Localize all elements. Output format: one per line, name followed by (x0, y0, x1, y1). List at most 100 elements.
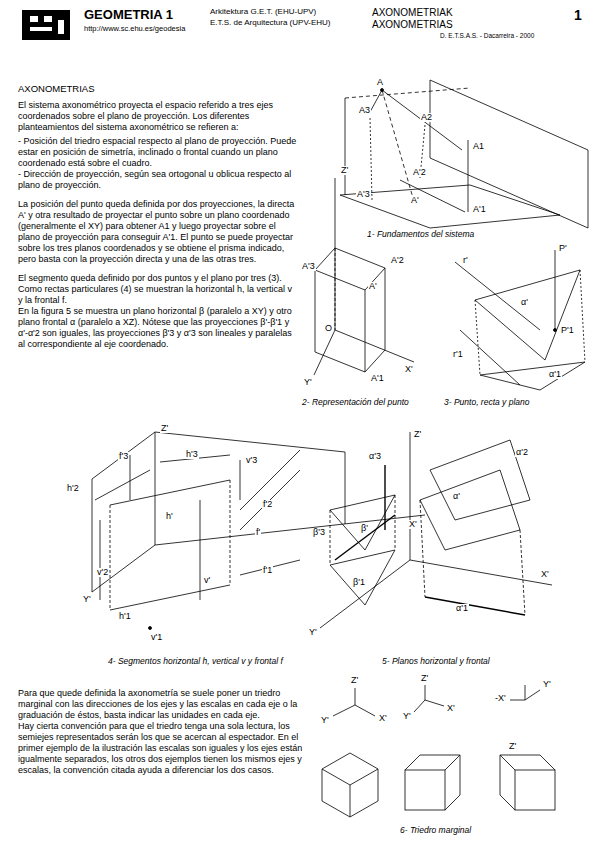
figure-label: r' (462, 256, 469, 265)
paragraph: - Posición del triedro espacial respecto… (18, 136, 298, 169)
figure-6-stroke (500, 755, 555, 770)
figure-6-stroke (515, 770, 555, 810)
figure-label: Z' (160, 424, 169, 433)
paragraph: En la figura 5 se muestra un plano horiz… (18, 306, 298, 350)
figure-6-stroke (355, 705, 375, 716)
figure-label: Y' (320, 716, 330, 725)
figure-1-stroke (370, 118, 372, 200)
figure-label: α'1 (548, 370, 562, 379)
figure-5-stroke (335, 515, 395, 560)
figure-4-stroke (155, 432, 156, 545)
figure-6-stroke (350, 785, 351, 817)
figure-label: h'1 (118, 612, 132, 621)
figure-4-stroke (92, 545, 155, 592)
figure-caption: 3- Punto, recta y plano (444, 398, 530, 407)
figure-6-stroke (445, 755, 460, 770)
figure-4-stroke (240, 470, 300, 530)
figure-1-stroke (400, 180, 465, 212)
figure-label: O (324, 324, 333, 333)
figure-label: v'2 (96, 568, 109, 577)
figure-label: X' (540, 570, 550, 579)
figure-2-stroke (335, 178, 336, 330)
figure-label: h'2 (66, 484, 80, 493)
figure-4-stroke (230, 480, 231, 585)
figure-3-stroke (475, 300, 480, 375)
figure-4-stroke (100, 520, 101, 600)
figure-label: v'1 (150, 633, 163, 642)
figure-label: h'3 (185, 450, 199, 459)
paragraph: La posición del punto queda definida por… (18, 199, 298, 265)
section-title: AXONOMETRIAS (18, 84, 95, 94)
figure-4-stroke (345, 452, 346, 524)
text-column: Para que quede definida la axonometría s… (18, 688, 303, 776)
figure-5-stroke (410, 432, 411, 560)
figure-1-stroke (345, 88, 470, 98)
logo-stroke (30, 27, 52, 31)
figure-5-stroke (330, 550, 395, 605)
figure-label: -X' (494, 694, 507, 703)
figure-3-stroke (475, 270, 580, 360)
figure-label: X' (404, 365, 414, 374)
figure-label: Y' (303, 378, 313, 387)
figure-label: β'1 (352, 578, 366, 587)
figure-label: α'2 (515, 448, 529, 457)
paragraph: - Dirección de proyección, según sea ort… (18, 169, 298, 191)
figure-caption: 2- Representación del punto (302, 398, 409, 407)
figure-5 (320, 432, 552, 628)
figure-6-stroke (322, 769, 378, 785)
figure-label: f'1 (262, 566, 273, 575)
figure-5-stroke (410, 560, 552, 585)
header-text: D. E.T.S.A.S. - Dacarreira - 2000 (440, 33, 534, 40)
figure-label: A' (410, 196, 420, 205)
header-text: Arkitektura G.E.T. (EHU-UPV) (210, 8, 316, 16)
figure-label: v'3 (245, 456, 258, 465)
figure-4-stroke (95, 470, 150, 500)
header-text: http://www.sc.ehu.es/geodesia (84, 25, 185, 33)
figure-6-stroke (405, 770, 445, 810)
figure-4-stroke (155, 432, 345, 452)
logo (22, 10, 70, 40)
figure-5-stroke (520, 530, 525, 615)
figure-4 (92, 432, 425, 630)
figure-label: Y' (402, 712, 412, 721)
figure-2-stroke (315, 350, 385, 372)
figure-label: α' (520, 298, 529, 307)
figure-label: X' (446, 704, 456, 713)
logo-stroke (22, 10, 70, 40)
figure-4-stroke (240, 560, 300, 575)
figure-6-stroke (355, 688, 356, 705)
figure-label: Z' (340, 166, 349, 175)
figure-label: Z' (508, 742, 517, 751)
figure-1-stroke (345, 98, 346, 195)
figure-2 (314, 178, 414, 375)
figure-5-stroke (420, 470, 520, 550)
figure-2-stroke (335, 330, 414, 362)
figure-caption: 4- Segmentos horizontal h, vertical v y … (108, 657, 283, 666)
figure-label: Y' (542, 680, 552, 689)
figure-label: X' (408, 520, 418, 529)
header-text: AXONOMETRIAK (372, 8, 453, 19)
figure-label: A1 (472, 142, 485, 151)
figure-caption: 1- Fundamentos del sistema (367, 230, 474, 239)
figure-6-stroke (333, 705, 355, 716)
figure-label: β'3 (312, 528, 326, 537)
figure-label: P' (558, 244, 568, 253)
figure-label: Z' (413, 430, 422, 439)
logo-stroke (30, 16, 38, 22)
figure-label: β' (360, 524, 369, 533)
figure-caption: 5- Planos horizontal y frontal (382, 657, 490, 666)
figure-label: A'3 (301, 262, 316, 271)
figure-3-stroke (480, 362, 585, 390)
figure-label: α'1 (455, 604, 469, 613)
figure-5-stroke (430, 440, 530, 520)
figure-label: h' (165, 512, 174, 521)
figure-label: α'3 (368, 452, 382, 461)
figure-6-stroke (525, 690, 540, 700)
figure-label: A'3 (356, 190, 371, 199)
figure-4-stroke (240, 450, 300, 510)
figure-4-stroke (200, 500, 201, 600)
figure-label: f'2 (262, 500, 273, 509)
figure-label: Y' (82, 595, 92, 604)
figure-label: A3 (358, 106, 371, 115)
figure-4-stroke (110, 505, 111, 610)
